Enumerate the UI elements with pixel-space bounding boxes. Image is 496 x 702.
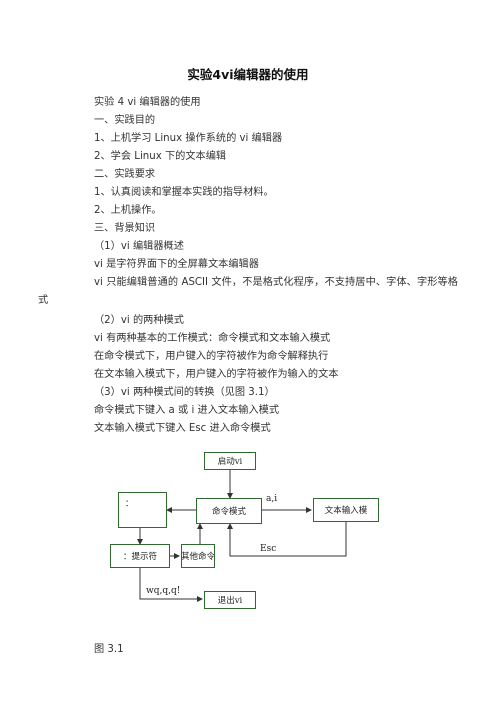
quit-commands-label: wq,q,q! bbox=[146, 586, 181, 596]
colon-box: ： bbox=[118, 492, 167, 528]
text-line: 1、认真阅读和掌握本实践的指导材料。 bbox=[94, 187, 274, 198]
wrapped-paragraph: vi 只能编辑普通的 ASCII 文件，不是格式化程序，不支持居中、字体、字形等… bbox=[38, 277, 458, 306]
page-title: 实验4vi编辑器的使用 bbox=[187, 67, 309, 82]
figure-caption: 图 3.1 bbox=[94, 644, 124, 655]
text-line: 命令模式下键入 a 或 i 进入文本输入模式 bbox=[94, 405, 280, 416]
prompt-box: ：提示符 bbox=[110, 544, 170, 568]
text-line: 二、实践要求 bbox=[94, 169, 156, 180]
text-line: vi 是字符界面下的全屏幕文本编辑器 bbox=[94, 259, 259, 270]
ai-label: a,i bbox=[266, 494, 278, 504]
text-line: 文本输入模式下键入 Esc 进入命令模式 bbox=[94, 423, 271, 434]
vi-mode-diagram: 启动vi 命令模式 文本输入模 ： ：提示符 其他命令 退出vi a,i Esc… bbox=[110, 448, 379, 618]
text-input-mode-box: 文本输入模 bbox=[313, 498, 379, 522]
text-line: 三、背景知识 bbox=[94, 223, 156, 234]
text-line: （3）vi 两种模式间的转换（见图 3.1） bbox=[94, 387, 275, 398]
text-line: 在命令模式下，用户键入的字符被作为命令解释执行 bbox=[94, 351, 329, 362]
text-line: （1）vi 编辑器概述 bbox=[94, 241, 184, 252]
command-mode-box: 命令模式 bbox=[196, 498, 262, 524]
esc-label: Esc bbox=[260, 544, 277, 554]
text-line: vi 有两种基本的工作模式：命令模式和文本输入模式 bbox=[94, 333, 331, 344]
other-commands-box: 其他命令 bbox=[181, 544, 215, 568]
text-line: 实验 4 vi 编辑器的使用 bbox=[94, 97, 201, 108]
quit-vi-box: 退出vi bbox=[204, 591, 256, 609]
text-line: （2）vi 的两种模式 bbox=[94, 315, 184, 326]
text-line: 2、学会 Linux 下的文本编辑 bbox=[94, 151, 227, 162]
diagram-connectors bbox=[137, 470, 347, 602]
text-line: 1、上机学习 Linux 操作系统的 vi 编辑器 bbox=[94, 133, 283, 144]
text-line: 在文本输入模式下，用户键入的字符被作为输入的文本 bbox=[94, 369, 339, 380]
text-line: 2、上机操作。 bbox=[94, 205, 162, 216]
start-vi-box: 启动vi bbox=[204, 452, 256, 470]
text-line: 一、实践目的 bbox=[94, 115, 156, 126]
